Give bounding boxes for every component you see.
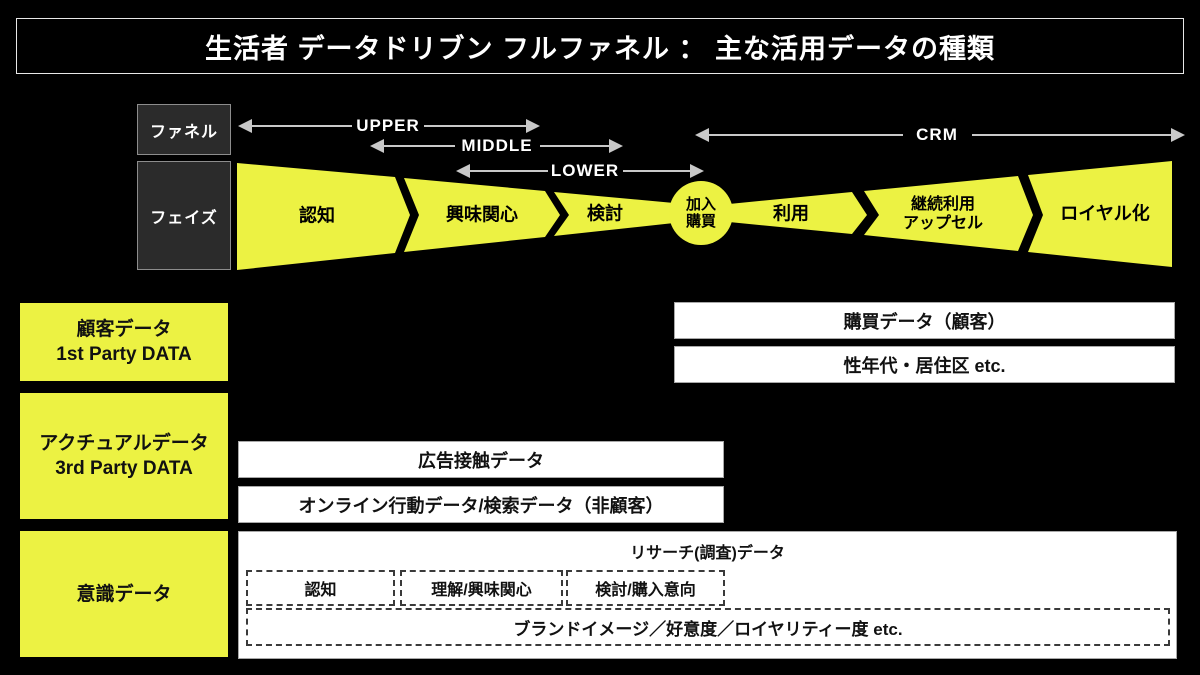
research-data-box: リサーチ(調査)データ 認知 理解/興味関心 検討/購入意向 ブランドイメージ／… [238,531,1177,659]
upper-label: UPPER [356,116,420,135]
lower-range-arrow [456,164,704,178]
research-data-header: リサーチ(調査)データ [630,545,785,562]
online-behavior-data-box: オンライン行動データ/検索データ（非顧客） [238,486,724,523]
attitudinal-data-label-box: 意識データ [20,531,228,657]
phase-retention-line1: 継続利用 [910,196,976,213]
title-box: 生活者 データドリブン フルファネル ： 主な活用データの種類 [16,18,1184,74]
funnel-segment-loyalty [1028,161,1172,267]
funnel-segment-interest [404,178,560,252]
actual-data-label-line1: アクチュアルデータ [39,433,209,454]
middle-range-arrow [370,139,623,153]
lower-label: LOWER [550,161,620,180]
research-item-understanding: 理解/興味関心 [400,570,563,606]
phase-retention: 継続利用 アップセル [903,195,983,233]
ad-contact-data-box: 広告接触データ [238,441,724,478]
demographics-text: 性年代・居住区 etc. [843,355,1006,376]
phase-purchase: 加入 購買 [686,196,716,230]
ad-contact-data-text: 広告接触データ [418,450,544,471]
funnel-segment-usage [729,192,867,234]
crm-label: CRM [916,125,958,144]
funnel-segment-retention [864,176,1033,251]
funnel-segment-awareness [237,163,410,270]
phase-usage: 利用 [773,203,809,224]
phase-consideration: 検討 [587,203,623,224]
phase-row-label: フェイズ [150,209,218,227]
funnel-purchase-circle [669,181,733,245]
customer-data-label-line2: 1st Party DATA [56,344,192,365]
purchase-data-text: 購買データ（顧客） [843,311,1006,332]
demographics-box: 性年代・居住区 etc. [674,346,1175,383]
attitudinal-data-label: 意識データ [76,583,172,605]
research-item-consideration: 検討/購入意向 [566,570,725,606]
phase-interest: 興味関心 [446,204,518,225]
funnel-row-label: ファネル [149,123,218,141]
middle-label: MIDDLE [461,136,533,155]
customer-data-label-line1: 顧客データ [76,319,172,340]
crm-range-arrow [695,128,1185,142]
funnel-row-label-box: ファネル [137,104,231,155]
phase-purchase-line2: 購買 [685,213,717,230]
research-item-brand-image: ブランドイメージ／好意度／ロイヤリティー度 etc. [246,608,1170,646]
actual-data-label-box: アクチュアルデータ 3rd Party DATA [20,393,228,519]
purchase-data-box: 購買データ（顧客） [674,302,1175,339]
upper-range-arrow [238,119,540,133]
phase-loyalty: ロイヤル化 [1060,203,1150,224]
phase-retention-line2: アップセル [902,215,984,232]
actual-data-label-line2: 3rd Party DATA [55,458,193,479]
research-item-awareness: 認知 [246,570,395,606]
customer-data-label-box: 顧客データ 1st Party DATA [20,303,228,381]
phase-row-label-box: フェイズ [137,161,231,270]
online-behavior-data-text: オンライン行動データ/検索データ（非顧客） [298,495,664,516]
phase-purchase-line1: 加入 [685,196,717,213]
page-title: 生活者 データドリブン フルファネル ： 主な活用データの種類 [204,33,995,64]
phase-awareness: 認知 [299,205,335,226]
funnel-segment-consideration [554,192,674,236]
